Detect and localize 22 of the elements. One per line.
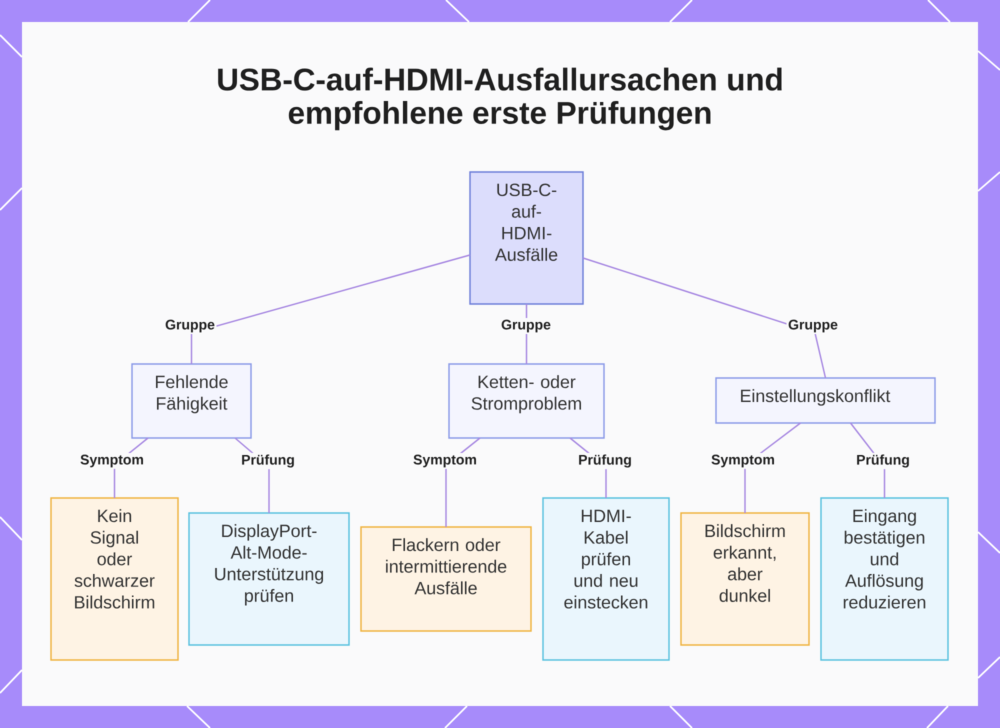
remedy-box: DisplayPort-Alt-Mode-Unterstützung prüfen	[188, 512, 350, 646]
category-box: Einstellungskonflikt	[715, 377, 936, 424]
title: USB-C-auf-HDMI-Ausfallursachen und empfohlene erste Prüfungen	[218, 68, 782, 130]
connector-line	[190, 254, 470, 364]
edge-label: Symptom	[710, 453, 776, 469]
edge-label: Prüfung	[854, 452, 912, 470]
remedy-box: HDMI-Kabel prüfen und neu einstecken	[542, 497, 670, 661]
edge-label: Prüfung	[240, 452, 296, 470]
symptom-box: Flackern oder intermittierende Ausfälle	[360, 526, 532, 632]
category-box: Ketten- oder Stromproblem	[448, 363, 605, 439]
remedy-box: Eingang bestätigen und Auflösung reduzieren	[820, 497, 949, 661]
symptom-box: Kein Signal oder schwarzer Bildschirm	[50, 497, 179, 661]
edge-label: Symptom	[78, 453, 146, 469]
edge-label: Gruppe	[164, 318, 216, 334]
symptom-box: Bildschirm erkannt, aber dunkel	[680, 512, 810, 646]
connector-line	[582, 257, 826, 378]
edge-label: Gruppe	[786, 318, 840, 334]
root-box: USB-C-auf-HDMI-Ausfälle	[469, 171, 584, 305]
edge-label: Prüfung	[576, 452, 634, 470]
edge-label: Gruppe	[500, 318, 552, 334]
edge-label: Symptom	[412, 453, 478, 469]
category-box: Fehlende Fähigkeit	[131, 363, 252, 439]
